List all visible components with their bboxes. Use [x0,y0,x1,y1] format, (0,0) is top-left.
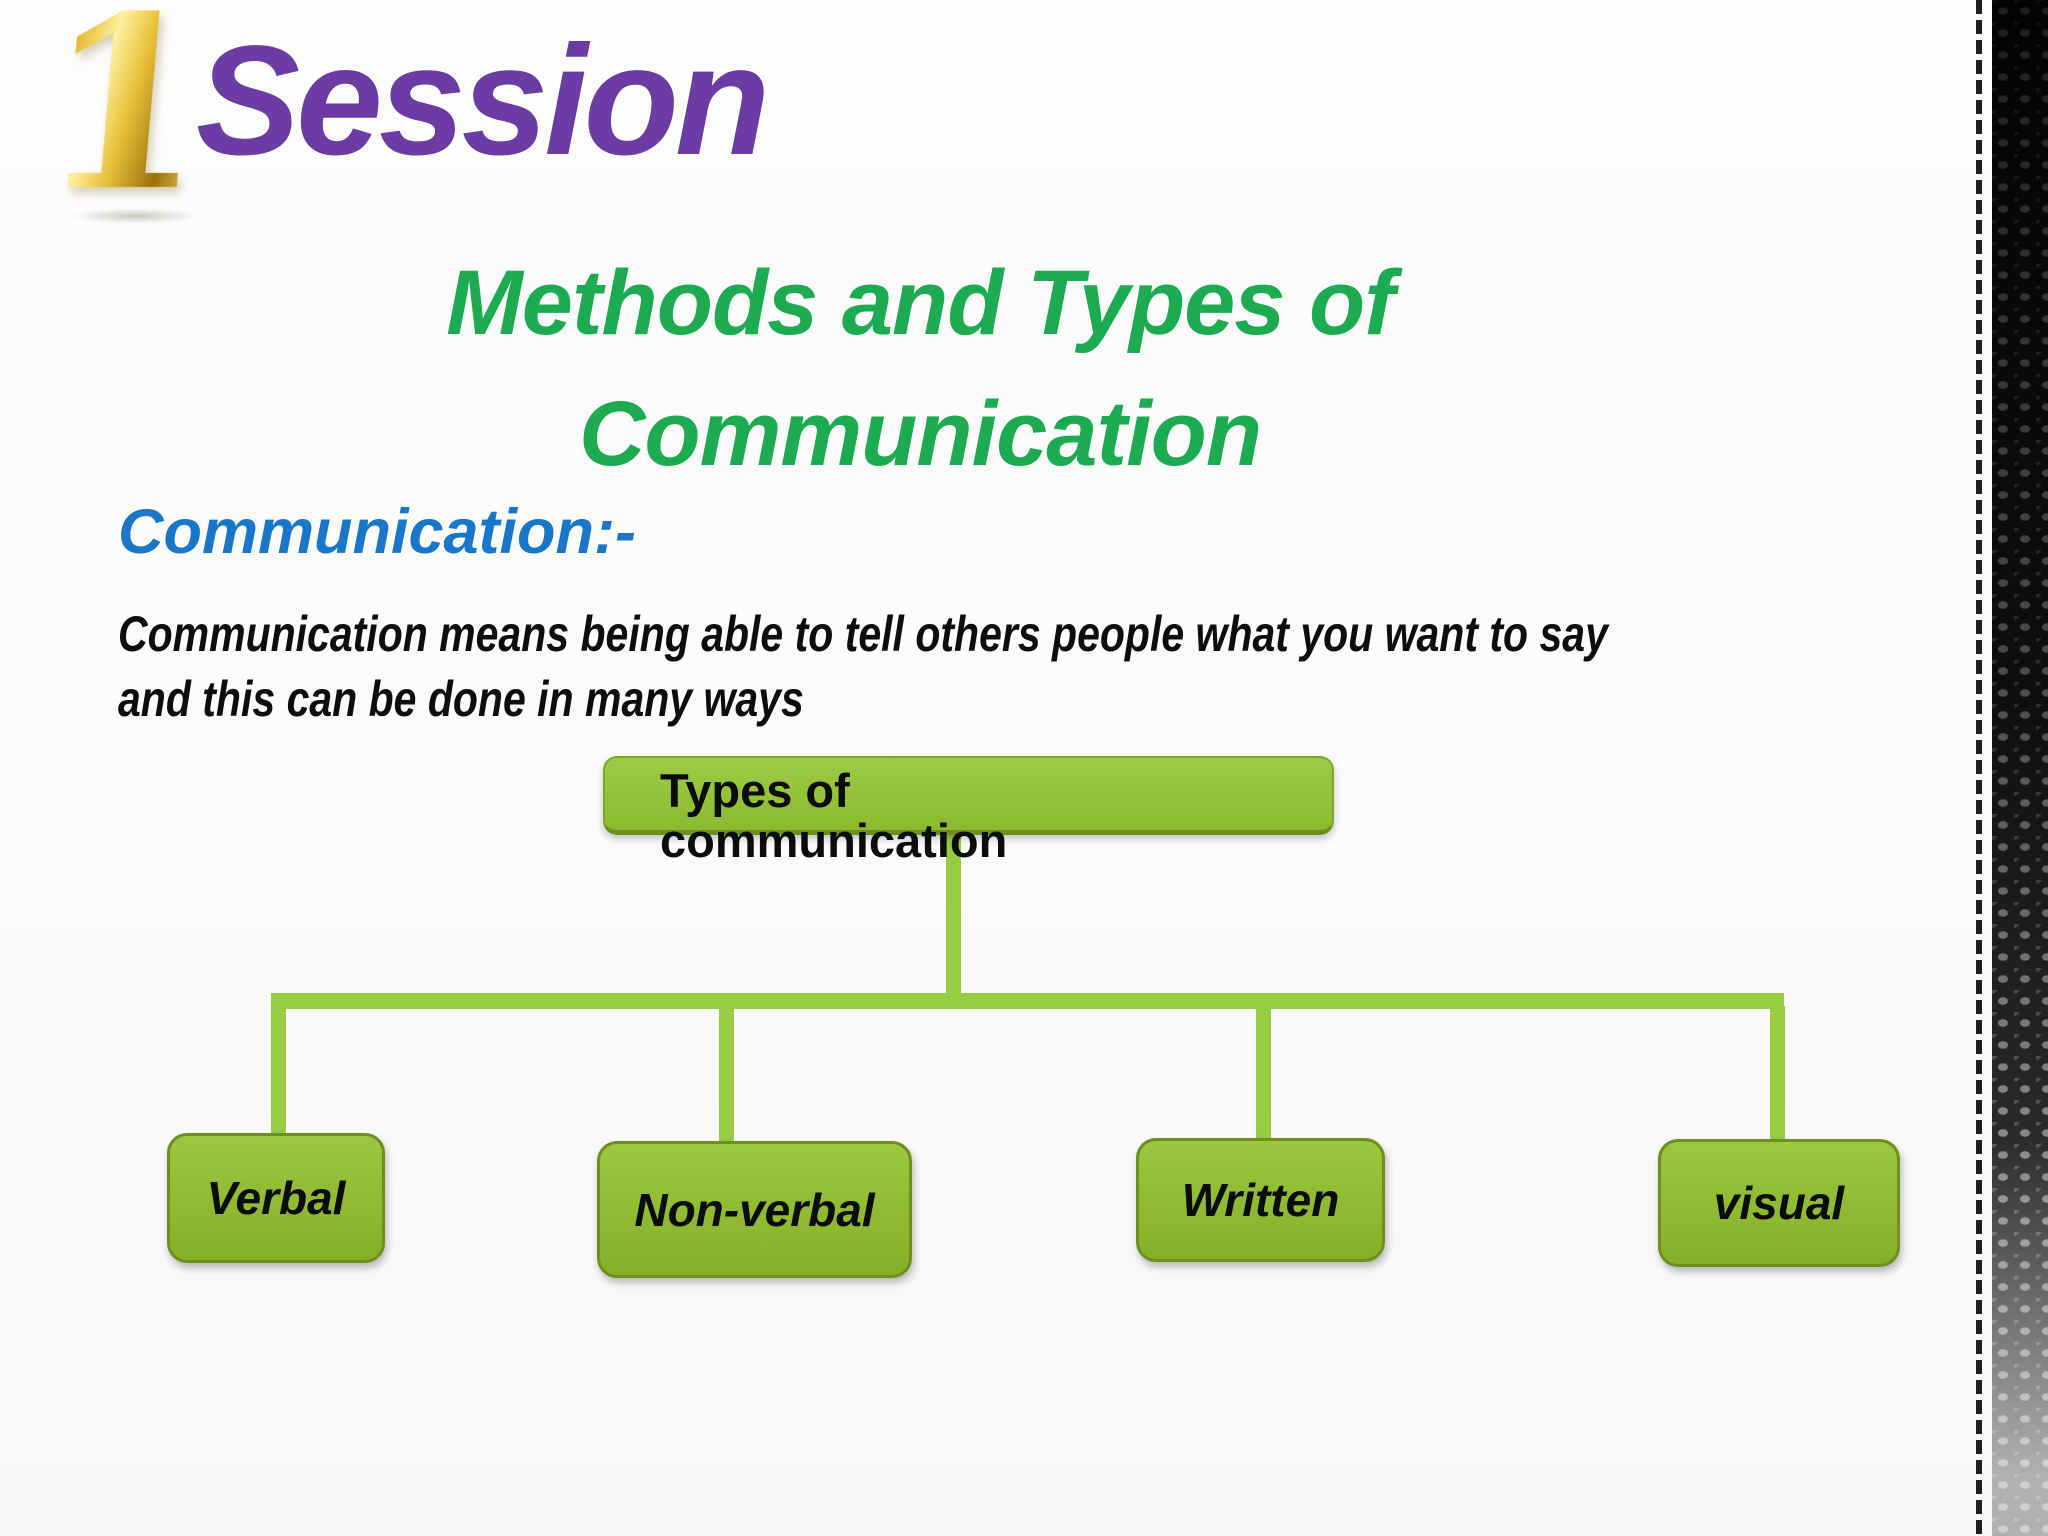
badge-shadow [70,208,200,224]
connector-drop-nonverbal [719,1006,734,1144]
node-visual-label: visual [1713,1177,1845,1229]
body-text: Communication means being able to tell o… [118,606,1608,727]
node-visual: visual [1658,1139,1900,1267]
connector-drop-verbal [271,1006,286,1136]
root-node-label: Types of communication [660,764,1008,867]
node-written-label: Written [1181,1174,1340,1226]
node-nonverbal: Non-verbal [597,1141,912,1278]
session-title: Session [196,14,770,188]
carbon-fiber-strip [1992,0,2048,1536]
dashed-divider-line [1976,0,1982,1536]
main-title: Methods and Types of Communication [446,252,1395,485]
node-verbal-label: Verbal [206,1172,346,1224]
node-nonverbal-label: Non-verbal [634,1183,875,1236]
node-verbal: Verbal [167,1133,385,1263]
node-written: Written [1136,1138,1385,1262]
root-node-box [603,756,1334,835]
connector-drop-written [1256,1006,1271,1140]
section-heading: Communication:- [118,497,636,567]
connector-drop-visual [1770,1006,1785,1142]
connector-root-vertical [946,826,961,1002]
connector-horizontal [271,993,1784,1009]
